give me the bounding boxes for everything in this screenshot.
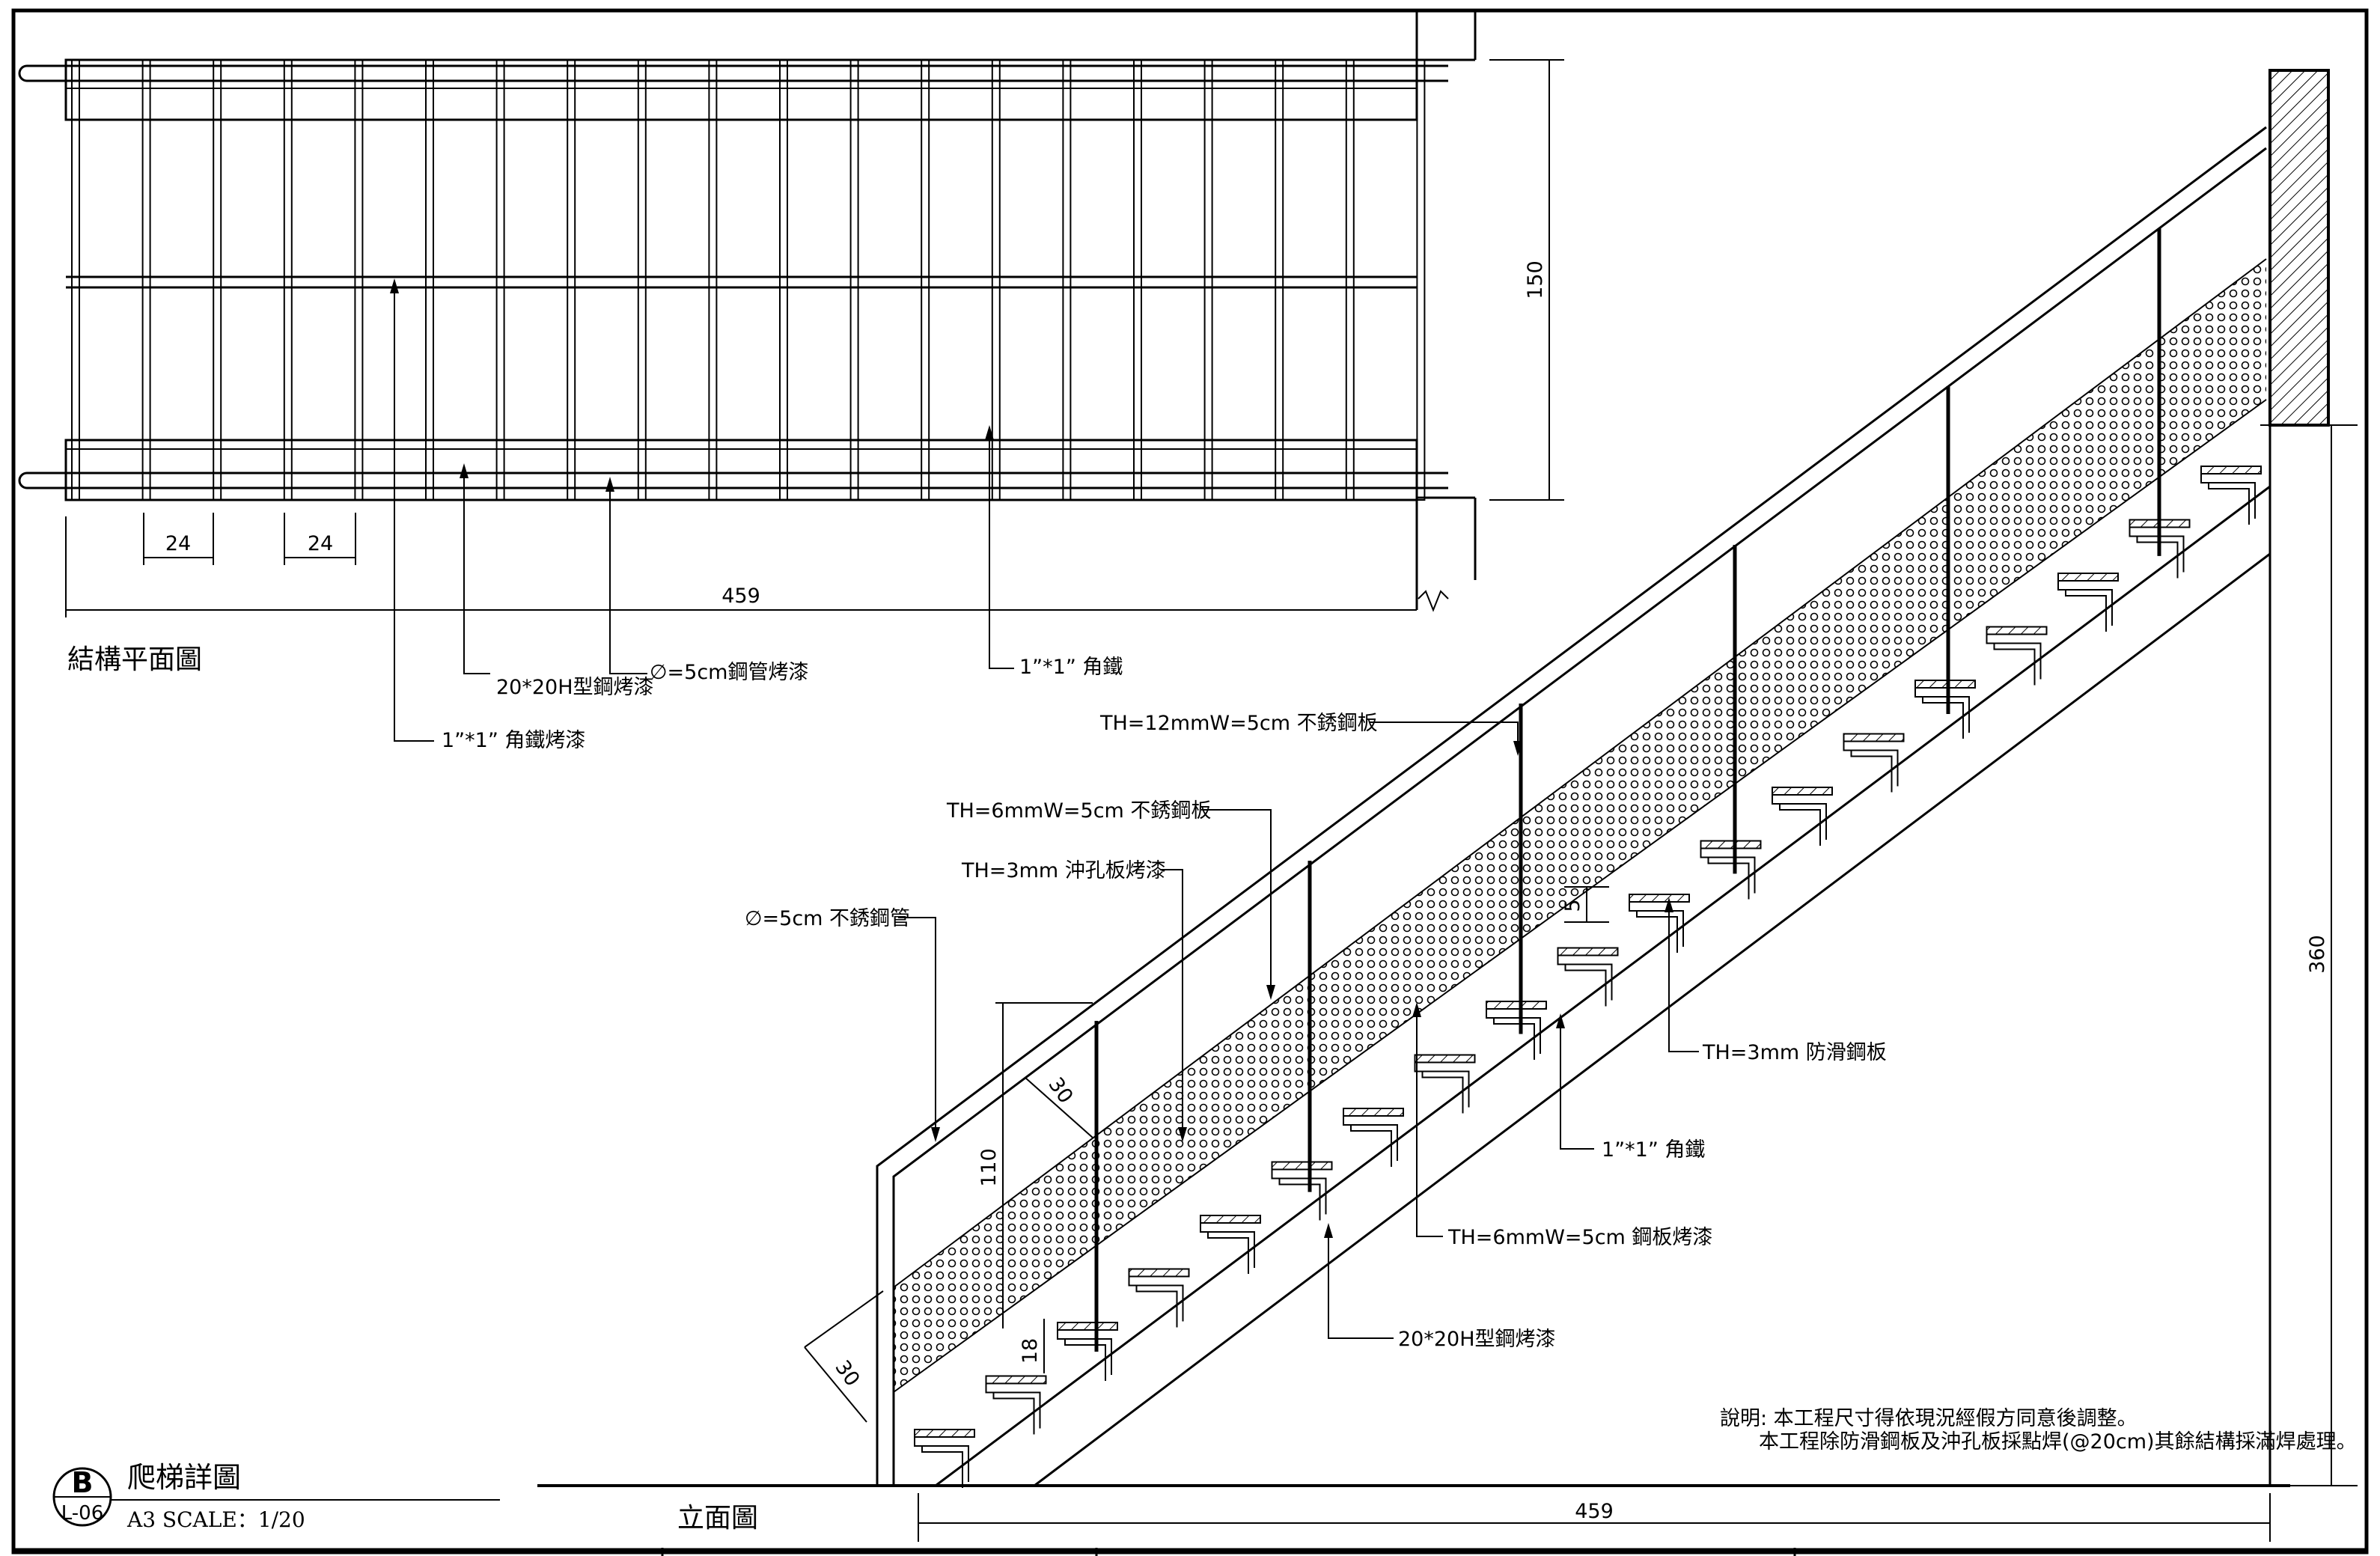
elevation-view-title: 立面圖 [677,1503,758,1534]
plan-rung [1345,59,1355,501]
stair-step [985,1375,1047,1435]
elevation-dim-length: 459 [918,1493,2271,1542]
elevation-dim-rail-height: 110 [977,1002,1093,1328]
notes: 說明: 本工程尺寸得依現況經假方同意後調整。 本工程除防滑鋼板及沖孔板採點焊(@… [1720,1407,2357,1453]
elevation-dim-riser: 18 [1019,1319,1045,1373]
elevation-dim-offset-upper-text: 30 [1043,1073,1077,1108]
sheet-circle-letter: B [72,1466,94,1499]
plan-rung [213,59,222,501]
plan-rungs [71,59,1426,501]
elevation-balusters [1094,228,2161,1352]
plan-dim-spacing-1-text: 24 [165,532,191,555]
plan-rung [921,59,930,501]
plan-dim-spacing: 24 24 [143,513,356,565]
plan-rung [71,59,80,501]
plan-wall-stub [1415,10,1477,610]
elevation-view: 459 360 110 30 30 18 [537,69,2358,1542]
elevation-dim-tread-text: 5 [1561,899,1584,912]
elevation-dim-height-text: 360 [2306,935,2329,974]
sheet-scale: A3 SCALE：1/20 [126,1507,305,1532]
plan-dim-width-text: 150 [1524,260,1547,299]
stair-step [2057,573,2119,632]
plan-label-angle: 1”*1” 角鐵 [1019,656,1123,679]
plan-handrail-pipes [18,64,1448,489]
plan-dim-width: 150 [1489,59,1564,501]
stair-step [1128,1268,1190,1328]
elevation-label-pipe: ∅=5cm 不銹鋼管 [745,907,910,930]
notes-line-2: 本工程除防滑鋼板及沖孔板採點焊(@20cm)其餘結構採滿焊處理。 [1759,1430,2357,1453]
elevation-dim-height: 360 [2260,424,2358,1486]
stair-step [1843,733,1905,793]
stair-step [2129,519,2191,579]
plan-rung [1062,59,1072,501]
plan-dim-length: 459 [65,516,1449,617]
plan-view-title: 結構平面圖 [67,644,202,675]
plan-rung [495,59,505,501]
elevation-handrail [876,126,2267,1486]
stair-step [1914,680,1976,739]
plan-rung [849,59,859,501]
plan-rung [991,59,1001,501]
stair-step [1271,1161,1333,1221]
plan-rung [283,59,293,501]
stair-step [1486,1001,1547,1060]
plan-rung [637,59,647,501]
elevation-label-perforated: TH=3mm 沖孔板烤漆 [961,859,1166,882]
plan-rung [141,59,151,501]
stair-step [1414,1054,1476,1114]
stair-step [2200,466,2262,525]
elevation-leaders [898,721,1699,1339]
plan-rung [567,59,576,501]
elevation-label-steel-plate-paint: TH=6mmW=5cm 鋼板烤漆 [1447,1226,1712,1249]
sheet-title: 爬梯詳圖 [127,1461,241,1494]
stair-step [1557,947,1619,1007]
stair-step [1343,1108,1404,1167]
elevation-dim-offset-upper: 30 [1025,1073,1093,1138]
elevation-label-h-beam: 20*20H型鋼烤漆 [1398,1328,1556,1351]
elevation-wall [2268,69,2330,427]
elevation-dim-riser-text: 18 [1019,1338,1042,1364]
plan-dim-length-text: 459 [721,585,760,608]
elevation-stringer [935,425,2271,1487]
title-block: B L-06 爬梯詳圖 A3 SCALE：1/20 [52,1461,500,1532]
plan-dim-spacing-2-text: 24 [308,532,333,555]
plan-rung [708,59,718,501]
sheet-frame [11,8,2369,1556]
sheet-code: L-06 [61,1502,104,1525]
plan-rung [1133,59,1142,501]
elevation-dim-rail-height-text: 110 [977,1148,1001,1187]
elevation-dim-length-text: 459 [1575,1500,1614,1523]
plan-leaders [390,278,1014,742]
plan-rung [354,59,364,501]
elevation-dim-offset-lower-text: 30 [830,1356,864,1391]
elevation-label-angle: 1”*1” 角鐵 [1602,1138,1705,1162]
elevation-label-antislip: TH=3mm 防滑鋼板 [1702,1041,1887,1064]
stair-step [1057,1322,1118,1381]
plan-rung [1275,59,1284,501]
stair-step [1772,787,1833,846]
plan-rung [425,59,434,501]
elevation-dim-offset-lower: 30 [804,1290,884,1423]
plan-rung [1416,59,1426,501]
stair-step [914,1429,975,1488]
plan-label-h-beam: 20*20H型鋼烤漆 [496,676,654,699]
stair-step [1200,1215,1261,1274]
elevation-label-plate-12: TH=12mmW=5cm 不銹鋼板 [1099,712,1378,735]
notes-line-1: 說明: 本工程尺寸得依現況經假方同意後調整。 [1720,1407,2138,1430]
elevation-steps [914,466,2262,1488]
plan-label-angle-paint: 1”*1” 角鐵烤漆 [442,729,585,752]
plan-view: 150 24 24 459 結構平面圖 [18,10,1564,752]
stair-step [1700,840,1762,900]
plan-rung [779,59,788,501]
elevation-dim-tread: 5 [1561,886,1609,923]
plan-rung [1203,59,1213,501]
stair-step [1986,626,2048,686]
stair-step [1629,894,1690,953]
plan-label-pipe: ∅=5cm鋼管烤漆 [650,661,808,684]
elevation-label-plate-6: TH=6mmW=5cm 不銹鋼板 [946,799,1211,823]
plan-stringers [64,58,1418,501]
